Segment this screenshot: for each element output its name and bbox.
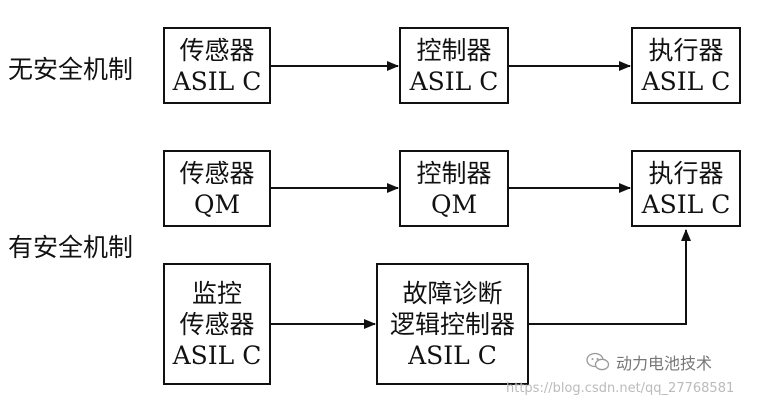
- top-sensor-box: 传感器 ASIL C: [163, 27, 271, 104]
- monitor-sensor-box: 监控 传感器 ASIL C: [163, 263, 271, 385]
- top-actuator-level: ASIL C: [641, 66, 731, 96]
- mid-sensor-box: 传感器 QM: [163, 150, 271, 227]
- fault-controller-box: 故障诊断 逻辑控制器 ASIL C: [376, 263, 529, 385]
- fault-controller-line2: 逻辑控制器: [389, 309, 515, 339]
- mid-actuator-level: ASIL C: [641, 189, 731, 219]
- watermark-url: https://blog.csdn.net/qq_27768581: [506, 381, 735, 396]
- mid-actuator-box: 执行器 ASIL C: [631, 150, 741, 227]
- top-sensor-level: ASIL C: [172, 66, 262, 96]
- top-actuator-box: 执行器 ASIL C: [631, 27, 741, 104]
- fault-controller-line1: 故障诊断: [402, 278, 503, 308]
- monitor-sensor-level: ASIL C: [172, 340, 262, 370]
- top-controller-name: 控制器: [416, 35, 492, 65]
- top-actuator-name: 执行器: [648, 35, 724, 65]
- wechat-icon: [586, 352, 610, 371]
- top-sensor-name: 传感器: [179, 35, 255, 65]
- monitor-sensor-line2: 传感器: [179, 309, 255, 339]
- monitor-sensor-line1: 监控: [191, 278, 242, 308]
- mid-controller-box: 控制器 QM: [399, 150, 509, 227]
- row-label-with-safety: 有安全机制: [8, 233, 134, 262]
- fault-controller-level: ASIL C: [408, 340, 497, 370]
- top-controller-level: ASIL C: [409, 66, 499, 96]
- mid-actuator-name: 执行器: [648, 158, 724, 188]
- mid-controller-name: 控制器: [416, 158, 492, 188]
- top-controller-box: 控制器 ASIL C: [399, 27, 509, 104]
- row-label-no-safety: 无安全机制: [8, 55, 134, 84]
- mid-controller-level: QM: [430, 189, 478, 219]
- watermark-name: 动力电池技术: [616, 354, 713, 373]
- arrow-fault-controller-to-actuator: [528, 229, 691, 325]
- mid-sensor-level: QM: [193, 189, 241, 219]
- mid-sensor-name: 传感器: [179, 158, 255, 188]
- watermark: 动力电池技术: [586, 350, 712, 374]
